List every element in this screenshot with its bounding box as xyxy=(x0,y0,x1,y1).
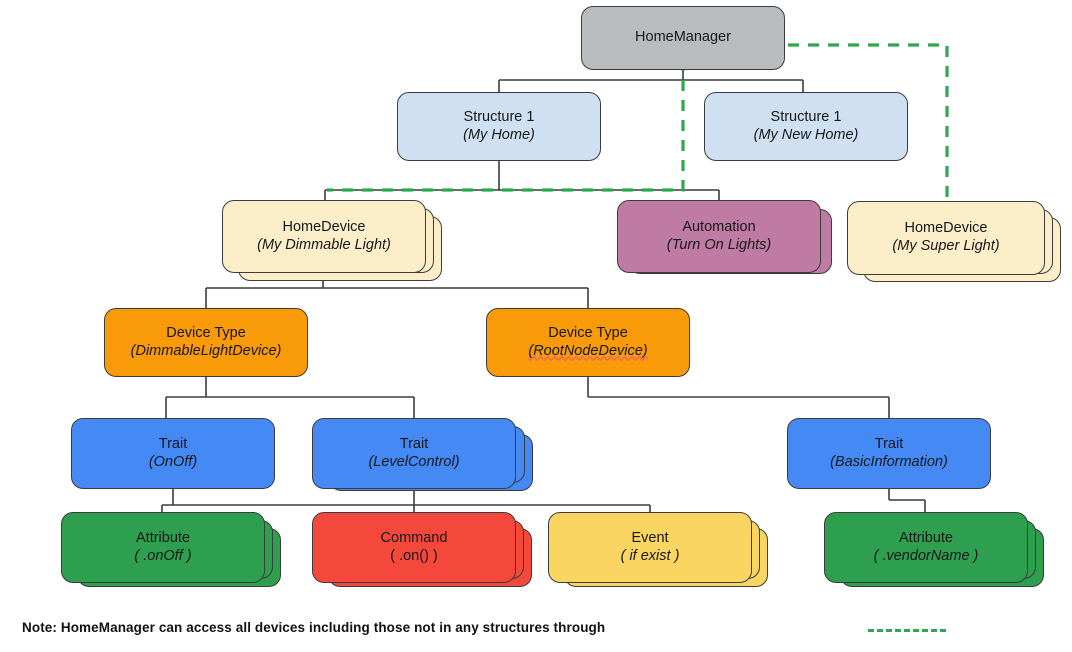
node-title: HomeDevice xyxy=(282,218,366,235)
node-structure-my-home[interactable]: Structure 1 (My Home) xyxy=(397,92,601,161)
node-title: HomeManager xyxy=(635,29,731,46)
node-event-ifexist[interactable]: Event ( if exist ) xyxy=(548,512,752,583)
node-devicetype-dimmablelightdevice[interactable]: Device Type (DimmableLightDevice) xyxy=(104,308,308,377)
node-subtitle: ( .onOff ) xyxy=(134,547,192,564)
node-trait-onoff[interactable]: Trait (OnOff) xyxy=(71,418,275,489)
node-title: Command xyxy=(380,529,448,546)
node-homedevice-super-light[interactable]: HomeDevice (My Super Light) xyxy=(847,201,1045,275)
node-title: Structure 1 xyxy=(463,108,535,125)
node-subtitle: (LevelControl) xyxy=(368,453,460,470)
node-trait-levelcontrol[interactable]: Trait (LevelControl) xyxy=(312,418,516,489)
node-title: Attribute xyxy=(899,529,953,546)
note-legend-dashed-line xyxy=(868,629,946,632)
node-title: Trait xyxy=(874,435,904,452)
node-title: Trait xyxy=(399,435,429,452)
node-subtitle: (My Dimmable Light) xyxy=(257,236,391,253)
node-subtitle: (OnOff) xyxy=(148,453,198,470)
node-subtitle: (My New Home) xyxy=(753,126,859,143)
node-subtitle: (Turn On Lights) xyxy=(666,236,772,253)
node-trait-basicinformation[interactable]: Trait (BasicInformation) xyxy=(787,418,991,489)
node-title: Automation xyxy=(682,218,756,235)
node-subtitle: ( if exist ) xyxy=(620,547,680,564)
node-devicetype-rootnodedevice[interactable]: Device Type (RootNodeDevice) xyxy=(486,308,690,377)
node-subtitle: (BasicInformation) xyxy=(830,453,948,470)
node-command-on[interactable]: Command ( .on() ) xyxy=(312,512,516,583)
node-structure-my-new-home[interactable]: Structure 1 (My New Home) xyxy=(704,92,908,161)
node-title: Structure 1 xyxy=(770,108,842,125)
node-subtitle: (RootNodeDevice) xyxy=(528,342,648,359)
node-title: Device Type xyxy=(166,324,246,341)
node-title: Attribute xyxy=(136,529,190,546)
node-title: Device Type xyxy=(548,324,628,341)
node-title: Trait xyxy=(158,435,188,452)
node-homedevice-dimmable-light[interactable]: HomeDevice (My Dimmable Light) xyxy=(222,200,426,273)
node-subtitle: (My Super Light) xyxy=(892,238,1000,254)
node-subtitle: (My Home) xyxy=(463,126,535,143)
node-attribute-onoff[interactable]: Attribute ( .onOff ) xyxy=(61,512,265,583)
node-subtitle: ( .vendorName ) xyxy=(873,547,979,564)
node-title: HomeDevice xyxy=(904,220,988,237)
node-subtitle: ( .on() ) xyxy=(390,547,438,564)
node-subtitle: (DimmableLightDevice) xyxy=(130,342,282,359)
node-automation-turn-on-lights[interactable]: Automation (Turn On Lights) xyxy=(617,200,821,273)
node-attribute-vendorname[interactable]: Attribute ( .vendorName ) xyxy=(824,512,1028,583)
node-homemanager[interactable]: HomeManager xyxy=(581,6,785,70)
note-text: Note: HomeManager can access all devices… xyxy=(22,620,606,635)
node-title: Event xyxy=(631,529,669,546)
